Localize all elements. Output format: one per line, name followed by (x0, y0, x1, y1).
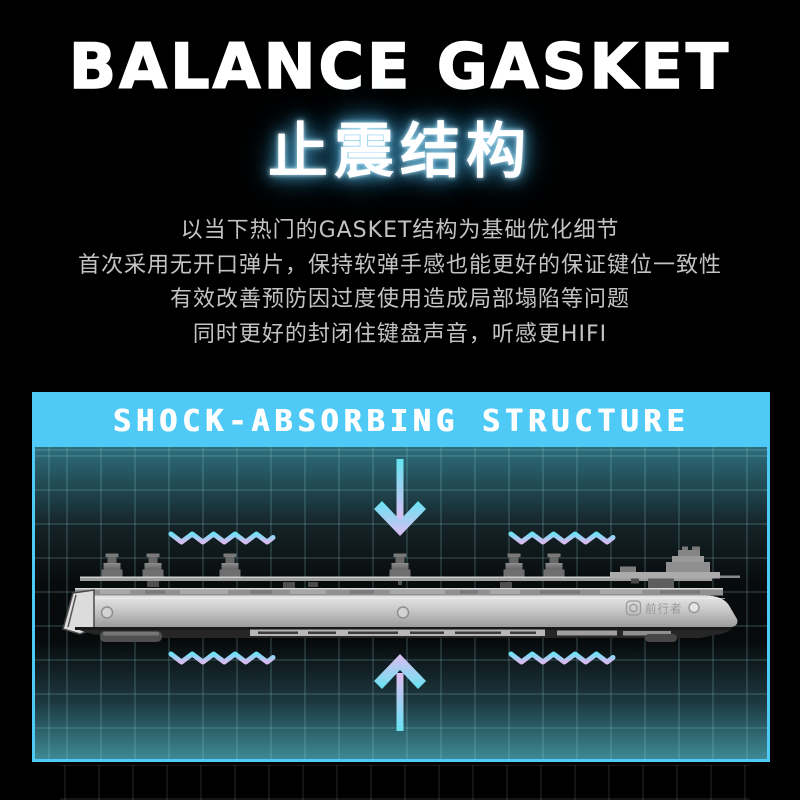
vibration-wave-icon (168, 531, 276, 545)
page-subtitle-glow: 止震结构 (268, 117, 532, 187)
screw-hole (396, 606, 410, 619)
description-line: 以当下热门的GASKET结构为基础优化细节 (180, 218, 620, 243)
keyboard-side-view: 前行者 (62, 546, 740, 642)
vibration-wave-icon (508, 651, 616, 665)
keyboard-plate (80, 576, 712, 581)
keyboard-foot (645, 634, 677, 642)
description-line: 有效改善预防因过度使用造成局部塌陷等问题 (169, 287, 630, 312)
description-line: 首次采用无开口弹片，保持软弹手感也能更好的保证键位一致性 (77, 252, 722, 278)
screw-hole (100, 606, 114, 619)
keyboard-stabilizer-assembly (610, 546, 720, 590)
panel-header-band: SHOCK-ABSORBING STRUCTURE (35, 395, 767, 447)
panel-header-title: SHOCK-ABSORBING STRUCTURE (112, 403, 690, 439)
brand-logo-icon (625, 600, 642, 616)
bottom-grid-decoration (60, 765, 750, 800)
keyboard-switches (101, 553, 565, 587)
vibration-wave-icon (508, 531, 616, 545)
keyboard-left-cap (62, 589, 95, 635)
up-arrow-icon (374, 654, 426, 731)
description-line: 同时更好的封闭住键盘声音，听感更HIFI (192, 321, 608, 347)
down-arrow-icon (374, 459, 426, 536)
brand-logo-text: 前行者 (645, 602, 683, 616)
feature-description: 以当下热门的GASKET结构为基础优化细节 首次采用无开口弹片，保持软弹手感也能… (0, 214, 800, 352)
page-title: BALANCE GASKET (68, 30, 732, 103)
vibration-wave-icon (168, 651, 276, 665)
screw-hole (688, 601, 700, 614)
